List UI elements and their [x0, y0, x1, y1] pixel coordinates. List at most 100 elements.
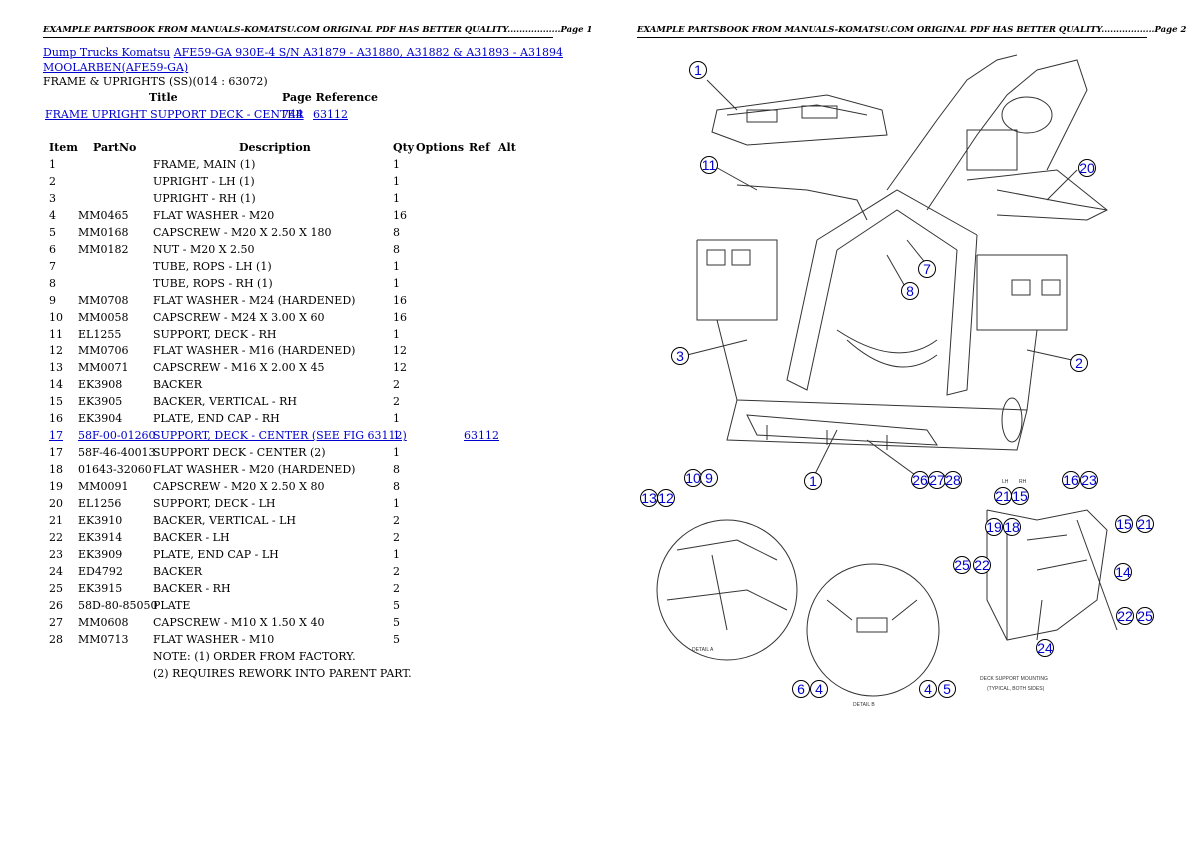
item-cell: 25	[49, 581, 63, 595]
description-cell: NUT - M20 X 2.50	[153, 242, 255, 256]
callout-number: 4	[815, 681, 823, 697]
deck-support-sublabel: (TYPICAL, BOTH SIDES)	[987, 686, 1045, 692]
partno-cell: 01643-32060	[78, 463, 152, 477]
partno-cell: MM0182	[78, 242, 129, 256]
callout-number: 20	[1079, 160, 1095, 176]
partno-cell: MM0608	[78, 615, 129, 629]
partno-cell: EL1255	[78, 327, 122, 341]
breadcrumb-link-model[interactable]: AFE59-GA 930E-4 S/N A31879 - A31880, A31…	[173, 46, 563, 59]
callout-circle	[657, 489, 675, 507]
callout-circle	[700, 156, 718, 174]
qty-cell: 1	[393, 446, 400, 460]
description-cell: SUPPORT, DECK - RH	[153, 327, 277, 341]
item-cell: 28	[49, 632, 63, 646]
description-cell: SUPPORT, DECK - LH	[153, 497, 276, 510]
item-cell: 2	[49, 174, 56, 188]
callout-number: 11	[702, 157, 717, 173]
reference-ref-link[interactable]: 63112	[313, 108, 348, 121]
callout-25: 25	[953, 556, 971, 574]
breadcrumb-link-moolarben[interactable]: MOOLARBEN(AFE59-GA)	[43, 61, 189, 74]
detail-a-label: DETAIL A	[692, 647, 714, 653]
item-cell: 20	[49, 497, 63, 510]
partno-cell: EK3904	[78, 412, 123, 426]
item-cell: 15	[49, 395, 63, 409]
callout-number: 13	[641, 490, 657, 506]
frame-title: FRAME & UPRIGHTS (SS)(014 : 63072)	[43, 75, 268, 88]
callout-25: 25	[1136, 607, 1154, 625]
callout-7: 7	[918, 260, 936, 278]
callout-18: 18	[1003, 518, 1021, 536]
callout-number: 28	[945, 472, 961, 488]
lh-label: LH	[1002, 479, 1009, 485]
qty-cell: 8	[393, 480, 400, 494]
description-cell: FLAT WASHER - M20 (HARDENED)	[153, 463, 356, 477]
callout-22: 22	[1116, 607, 1134, 625]
item-cell[interactable]: 17	[49, 429, 63, 443]
callout-circle	[938, 680, 956, 698]
callout-number: 12	[658, 490, 674, 506]
description-cell: FRAME, MAIN (1)	[153, 158, 256, 171]
callout-circle	[1115, 515, 1133, 533]
callout-4: 4	[919, 680, 937, 698]
callout-number: 8	[906, 283, 914, 299]
reference-title-link[interactable]: FRAME UPRIGHT SUPPORT DECK - CENTER	[45, 108, 304, 121]
callout-circle	[810, 680, 828, 698]
callout-circle	[901, 282, 919, 300]
callout-24: 24	[1036, 639, 1054, 657]
callout-circle	[1136, 607, 1154, 625]
callout-number: 22	[974, 557, 990, 573]
description-cell: PLATE, END CAP - RH	[153, 412, 280, 426]
callout-circle	[1011, 487, 1029, 505]
partno-cell[interactable]: 58F-00-01260	[78, 429, 156, 443]
callout-number: 5	[943, 681, 951, 697]
deck-support-label: DECK SUPPORT MOUNTING	[980, 676, 1048, 682]
description-cell: PLATE, END CAP - LH	[153, 547, 279, 561]
callout-15: 15	[1011, 487, 1029, 505]
qty-cell: 2	[393, 530, 400, 544]
callout-circle	[1136, 515, 1154, 533]
rh-label: RH	[1019, 479, 1027, 485]
qty-cell: 1	[393, 259, 400, 273]
qty-cell: 2	[393, 378, 400, 392]
item-cell: 17	[49, 446, 63, 460]
breadcrumb-link-dump-trucks[interactable]: Dump Trucks Komatsu	[43, 46, 171, 59]
qty-cell: 8	[393, 242, 400, 256]
callout-circle	[1062, 471, 1080, 489]
item-cell: 21	[49, 513, 63, 527]
callout-number: 4	[924, 681, 932, 697]
qty-cell: 1	[393, 327, 400, 341]
qty-cell: 1	[393, 497, 400, 510]
callout-number: 19	[986, 519, 1002, 535]
description-cell: FLAT WASHER - M10	[153, 632, 275, 646]
partno-cell: MM0713	[78, 632, 129, 646]
callout-circle	[804, 472, 822, 490]
callout-number: 25	[954, 557, 970, 573]
callout-9: 9	[700, 469, 718, 487]
qty-cell: 2	[393, 513, 400, 527]
col-options-header: Options	[416, 141, 465, 154]
partno-cell: EK3905	[78, 395, 123, 409]
callout-circle	[985, 518, 1003, 536]
item-cell: 10	[49, 310, 63, 324]
callout-19: 19	[985, 518, 1003, 536]
qty-cell[interactable]: 1	[393, 429, 400, 443]
qty-cell: 1	[393, 191, 400, 205]
partno-cell: EK3908	[78, 378, 123, 392]
partno-cell: ED4792	[78, 564, 123, 578]
qty-cell: 5	[393, 632, 400, 646]
partno-cell: MM0058	[78, 310, 129, 324]
item-cell: 9	[49, 293, 56, 307]
callout-4: 4	[810, 680, 828, 698]
breadcrumb: Dump Trucks Komatsu AFE59-GA 930E-4 S/N …	[43, 45, 603, 75]
callout-number: 1	[809, 473, 817, 489]
callout-circle	[689, 61, 707, 79]
description-cell[interactable]: SUPPORT, DECK - CENTER (SEE FIG 63112)	[153, 429, 407, 443]
callout-22: 22	[973, 556, 991, 574]
partno-cell: MM0706	[78, 344, 129, 358]
callout-number: 21	[1137, 516, 1153, 532]
reference-page-link[interactable]: 744	[282, 108, 303, 121]
callout-number: 10	[685, 470, 701, 486]
qty-cell: 16	[393, 310, 407, 324]
ref-cell[interactable]: 63112	[464, 429, 499, 443]
